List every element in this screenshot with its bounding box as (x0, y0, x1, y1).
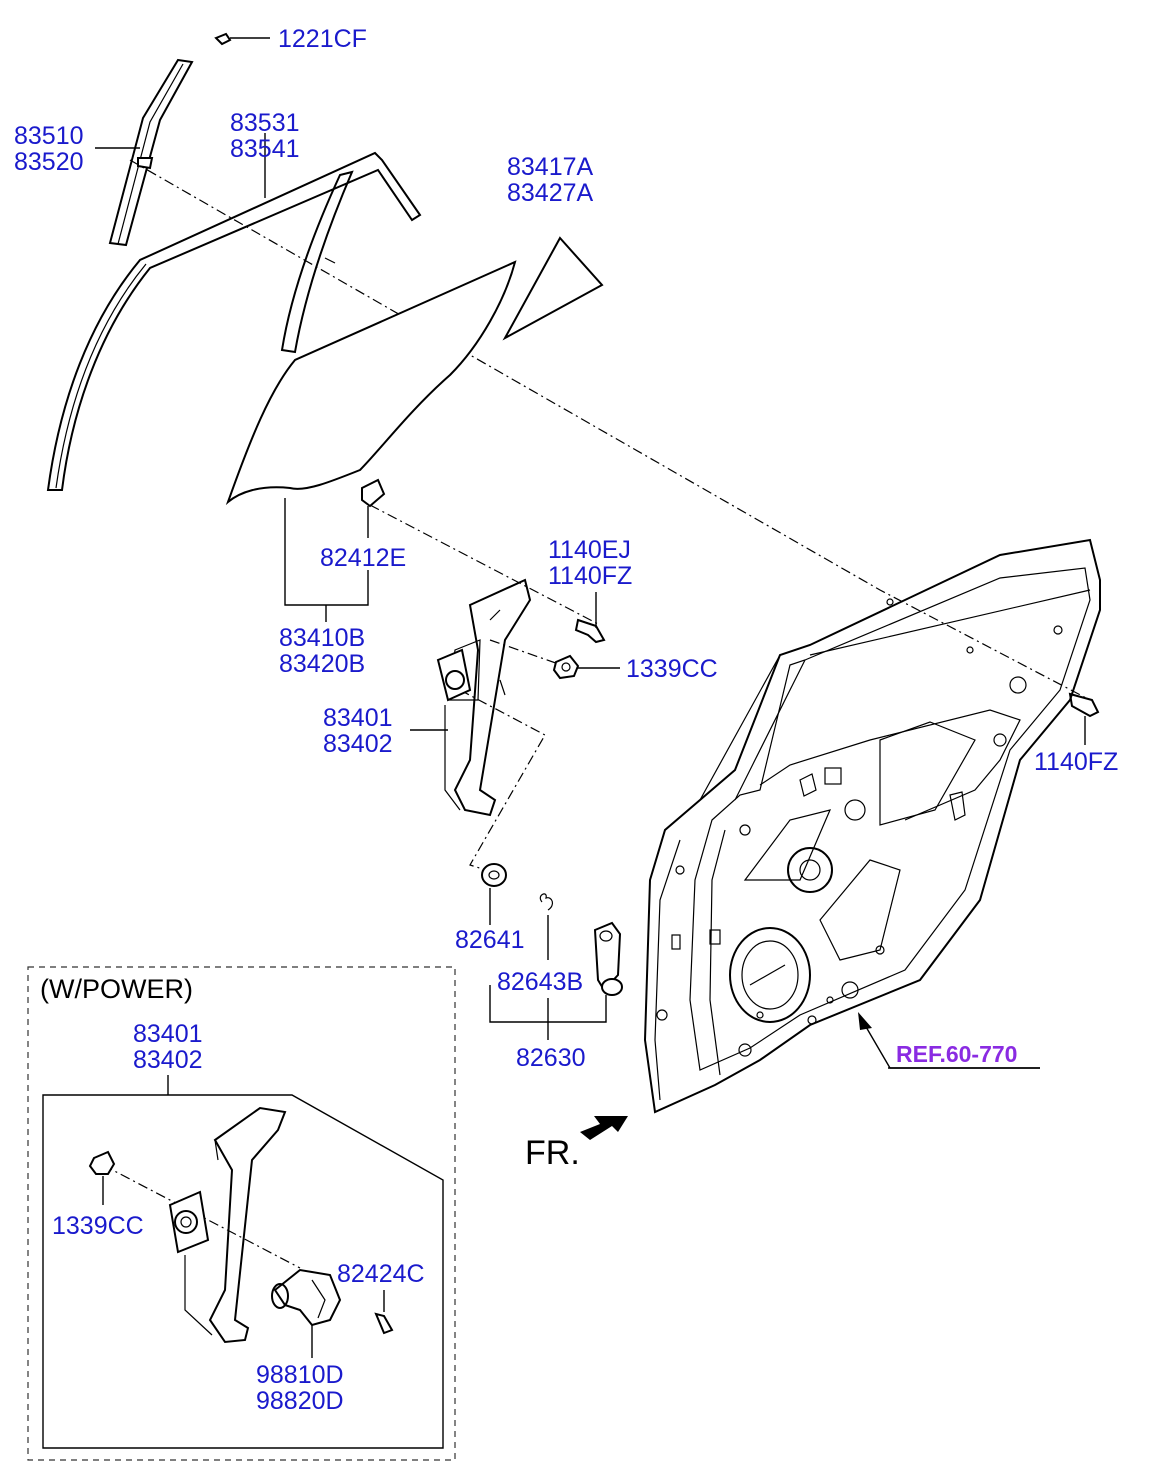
label-82412e[interactable]: 82412E (320, 544, 406, 572)
label-83417a[interactable]: 83417A (507, 153, 594, 181)
regulator-bolt (574, 592, 606, 644)
spring-clip (539, 893, 554, 960)
label-83401-power[interactable]: 83401 (133, 1020, 203, 1048)
label-1339cc-power[interactable]: 1339CC (52, 1212, 144, 1240)
door-glass (225, 260, 517, 622)
panel-bolt (1068, 692, 1100, 745)
label-98820d[interactable]: 98820D (256, 1387, 344, 1415)
power-regulator (168, 1106, 287, 1344)
label-83427a[interactable]: 83427A (507, 179, 594, 207)
label-98810d[interactable]: 98810D (256, 1361, 344, 1389)
part-number-labels: 1221CF 83510 83520 83531 83541 83417A 83… (14, 25, 1118, 1415)
label-1221cf[interactable]: 1221CF (278, 25, 367, 53)
label-82643b[interactable]: 82643B (497, 968, 583, 996)
window-handle (593, 921, 623, 996)
front-arrow-icon (580, 1116, 628, 1140)
assembly-lines (102, 159, 1091, 1269)
label-82641[interactable]: 82641 (455, 926, 525, 954)
front-channel (95, 58, 194, 247)
handle-set-bracket (489, 985, 607, 1040)
label-83402-manual[interactable]: 83402 (323, 730, 393, 758)
manual-regulator (410, 578, 532, 817)
label-ref-60-770[interactable]: REF.60-770 (896, 1041, 1017, 1067)
label-83410b[interactable]: 83410B (279, 624, 365, 652)
label-1140ej[interactable]: 1140EJ (548, 536, 631, 564)
label-83541[interactable]: 83541 (230, 135, 300, 163)
motor-bolt (374, 1290, 394, 1335)
label-83402-power[interactable]: 83402 (133, 1046, 203, 1074)
glass-clip (361, 478, 386, 538)
label-front: FR. (525, 1134, 580, 1172)
label-83420b[interactable]: 83420B (279, 650, 365, 678)
label-1140fz-regulator[interactable]: 1140FZ (548, 562, 632, 590)
label-83520[interactable]: 83520 (14, 148, 84, 176)
screw-1221cf (214, 32, 270, 46)
regulator-nut (552, 654, 620, 680)
label-82630[interactable]: 82630 (516, 1044, 586, 1072)
label-82424c[interactable]: 82424C (337, 1260, 425, 1288)
label-1140fz-panel[interactable]: 1140FZ (1034, 748, 1118, 776)
power-nut (88, 1150, 116, 1205)
label-1339cc-regulator[interactable]: 1339CC (626, 655, 718, 683)
power-section-title: (W/POWER) (40, 974, 193, 1004)
label-83401-manual[interactable]: 83401 (323, 704, 393, 732)
window-motor (271, 1268, 342, 1358)
quarter-glass (502, 236, 604, 341)
label-83531[interactable]: 83531 (230, 109, 300, 137)
washer (481, 863, 507, 925)
door-inner-panel (643, 538, 1101, 1114)
weatherstrip-frame (46, 133, 422, 491)
power-section-frame (27, 966, 456, 1461)
label-83510[interactable]: 83510 (14, 122, 84, 150)
